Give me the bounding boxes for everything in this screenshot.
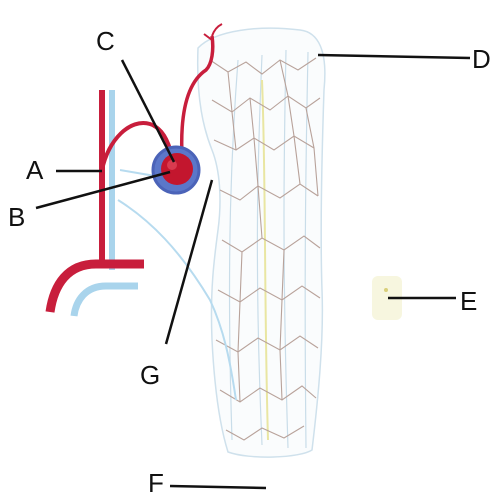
structure-e-dot — [384, 288, 388, 292]
tubule-bundle — [198, 28, 325, 457]
label-b: B — [8, 202, 25, 232]
label-c: C — [96, 26, 115, 56]
leader-d — [318, 55, 470, 58]
glomerulus-highlight — [167, 160, 177, 170]
glomerulus-group — [153, 147, 199, 193]
vein-curve — [74, 286, 138, 316]
leader-c — [122, 60, 174, 162]
label-f: F — [148, 468, 164, 492]
glomerulus — [161, 153, 193, 185]
label-d: D — [472, 44, 491, 74]
leader-g — [166, 180, 212, 344]
label-g: G — [140, 360, 160, 390]
label-a: A — [26, 155, 44, 185]
label-e: E — [460, 286, 477, 316]
efferent-branch-1 — [212, 24, 222, 36]
leader-f — [170, 486, 266, 488]
